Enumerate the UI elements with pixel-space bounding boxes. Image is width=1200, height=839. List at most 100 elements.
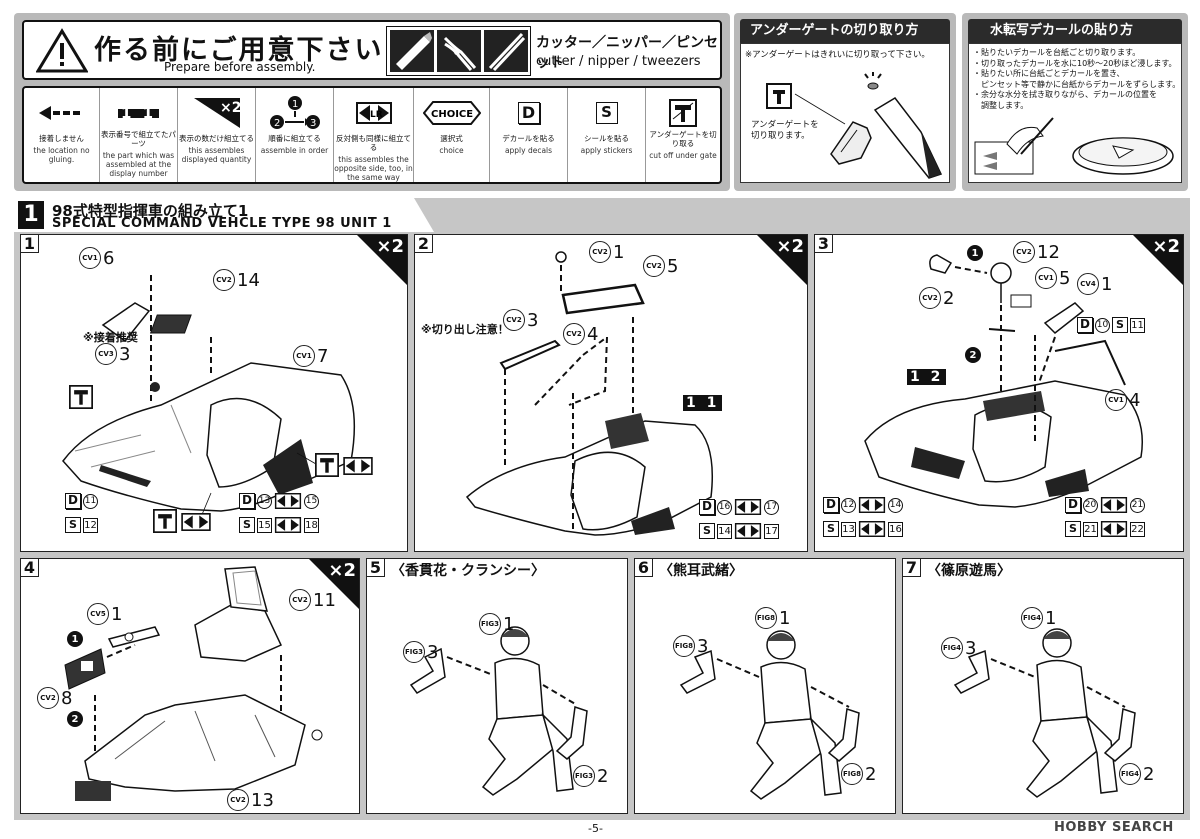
part-num: 7: [317, 345, 329, 367]
part-num: 1: [779, 607, 791, 629]
quantity-badge: ×2: [776, 236, 804, 257]
part-num: 3: [427, 641, 439, 663]
under-gate-note: ※アンダーゲートはきれいに切り取って下さい。: [745, 50, 930, 60]
quantity-badge-text: ×2: [220, 100, 240, 116]
sub-assembly-badge: 1 1: [683, 395, 723, 411]
prepare-title: 作る前にご用意下さい: [94, 35, 384, 66]
ref-number: 16: [888, 521, 903, 537]
ref-number: 17: [764, 499, 779, 515]
no-glue-arrow-icon: [38, 106, 80, 120]
legend-jp: 接着しません: [39, 134, 84, 143]
part-code: CV1: [1035, 267, 1057, 289]
warning-icon: [36, 28, 88, 73]
prepare-box: 作る前にご用意下さい Prepare before assembly. カッター…: [22, 20, 722, 80]
part-code: CV2: [227, 789, 249, 811]
part-num: 11: [313, 589, 336, 611]
decal-step: ・切り取ったデカールを水に10秒〜20秒ほど浸します。: [973, 58, 1177, 68]
part-code: FIG3: [573, 765, 595, 787]
decal-step: ・貼りたいデカールを台紙ごと切り取ります。: [973, 48, 1141, 57]
water-decal-title: 水転写デカールの貼り方: [968, 19, 1182, 43]
legend-en: the part which was assembled at the disp…: [102, 151, 175, 178]
part-num: 3: [697, 635, 709, 657]
part-code: CV4: [1077, 273, 1099, 295]
part-num: 1: [111, 603, 123, 625]
legend-en: cut off under gate: [649, 151, 717, 160]
part-code: FIG8: [755, 607, 777, 629]
part-code: CV2: [213, 269, 235, 291]
quantity-badge: ×2: [376, 236, 404, 257]
ref-number: 12: [841, 497, 856, 513]
step-1-illustration: [62, 275, 356, 518]
part-num: 1: [503, 613, 515, 635]
part-code: FIG8: [673, 635, 695, 657]
legend-jp: シールを貼る: [584, 134, 629, 143]
glue-recommend-note: ※接着推奨: [83, 331, 138, 344]
quantity-badge-bg: [357, 235, 407, 285]
ref-number: 15: [257, 517, 272, 533]
under-gate-icon: [153, 509, 177, 533]
step-label: 〈熊耳武緒〉: [659, 563, 743, 579]
order-marker-1: 1: [67, 631, 83, 647]
part-num: 4: [587, 323, 599, 345]
under-gate-icon: [315, 453, 339, 477]
tools-en: cutter / nipper / tweezers: [536, 54, 701, 69]
lr-mirror-icon: [274, 517, 302, 533]
step-2-illustration: [465, 251, 714, 536]
sticker-s-icon: S: [699, 523, 715, 539]
sticker-s-icon: S: [239, 517, 255, 533]
step-number: 6: [635, 559, 653, 577]
ref-number: 20: [1083, 497, 1098, 513]
section-title-jp: 98式特型指揮車の組み立て1: [52, 202, 249, 220]
decal-d-icon: D: [1065, 497, 1081, 513]
decal-d-icon: D: [65, 493, 81, 509]
step-number: 7: [903, 559, 921, 577]
part-num: 2: [1143, 763, 1155, 785]
section-header-bg: [14, 198, 434, 232]
lr-mirror-icon: [858, 521, 886, 537]
ref-sticker-lr-row: S 21 22: [1065, 521, 1145, 537]
part-code: CV2: [563, 323, 585, 345]
under-gate-caption: アンダーゲートを切り取ります。: [751, 120, 819, 141]
cut-caution-note: ※切り出し注意！: [421, 323, 509, 336]
legend-jp: 順番に組立てる: [268, 134, 321, 143]
ref-number: 15: [304, 493, 319, 509]
svg-text:3: 3: [310, 118, 316, 129]
lr-mirror-icon: [181, 513, 211, 531]
part-code: FIG4: [941, 637, 963, 659]
part-num: 5: [667, 255, 679, 277]
part-code: CV1: [79, 247, 101, 269]
ref-number: 13: [841, 521, 856, 537]
part-code: CV2: [503, 309, 525, 331]
ref-number: 12: [83, 517, 98, 533]
order-marker-2: 2: [965, 347, 981, 363]
tool-icons: [386, 26, 531, 76]
decal-step: ピンセット等で静かに台紙からデカールをずらします。: [973, 79, 1181, 89]
step-number: 3: [815, 235, 833, 253]
under-gate-body: ※アンダーゲートはきれいに切り取って下さい。 アンダーゲートを切り取ります。: [740, 43, 950, 183]
lr-mirror-icon: [734, 499, 762, 515]
part-code: CV1: [293, 345, 315, 367]
part-num: 1: [1045, 607, 1057, 629]
part-num: 5: [1059, 267, 1071, 289]
ref-sticker-lr-row: S 15 18: [239, 517, 319, 533]
part-number-badge-icon: 1 1: [117, 105, 160, 120]
decal-d-icon: D: [1077, 317, 1093, 333]
step-label: 〈香貫花・クランシー〉: [391, 563, 545, 579]
legend-lr: LR 反対側も同様に組立てる this assembles the opposi…: [334, 88, 414, 182]
